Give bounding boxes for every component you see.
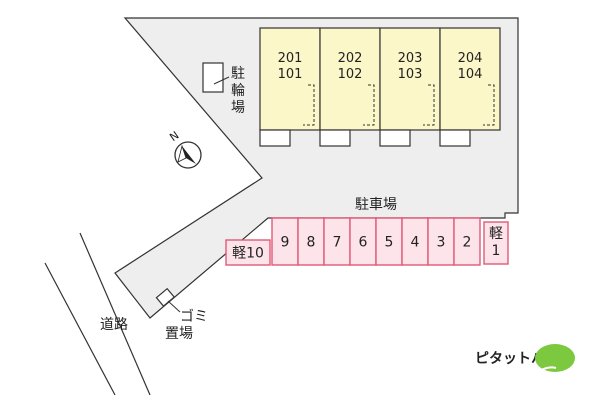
garbage-label-line1: ゴミ (180, 308, 208, 325)
unit-block (379, 27, 441, 131)
north-arrow-icon: N (167, 129, 202, 169)
parking-slot: 軽1 (483, 221, 509, 265)
parking-slot-box (225, 239, 271, 266)
parking-slot-label: 軽10 (232, 246, 264, 262)
unit-number-lower: 104 (458, 67, 483, 82)
entrance-step (439, 129, 471, 147)
entrance-step (319, 129, 351, 147)
parking-slot-box (401, 217, 429, 266)
unit-number-upper: 201 (278, 51, 303, 66)
parking-area: 軽10 9 8 7 6 5 4 3 2 軽1 (225, 217, 509, 266)
parking-slot-box (349, 217, 377, 266)
unit-number-lower: 101 (278, 67, 303, 82)
bicycle-parking-label-3: 場 (231, 100, 245, 116)
parking-slot: 2 (453, 217, 481, 266)
parking-slot-label: 7 (333, 235, 342, 251)
unit-block (259, 27, 321, 131)
parking-slot-label: 軽 (489, 226, 503, 242)
unit-number-upper: 204 (458, 51, 483, 66)
parking-slot: 4 (401, 217, 429, 266)
parking-slot: 7 (323, 217, 351, 266)
leader-line (167, 300, 181, 313)
road-label: 道路 (100, 317, 128, 333)
brand-leaf-stem (539, 366, 557, 372)
parking-slot: 3 (427, 217, 455, 266)
bicycle-parking-label-2: 輪 (231, 82, 245, 99)
brand-leaf-icon (535, 344, 575, 372)
parking-slot: 9 (271, 217, 299, 266)
entrance-step (259, 129, 291, 147)
north-label: N (167, 129, 181, 144)
parking-slot-label: 4 (411, 235, 420, 251)
parking-slot-label: 8 (307, 235, 316, 251)
parking-slot: 軽10 (225, 239, 271, 266)
road-edge-line (79, 232, 151, 396)
stair-outline (363, 84, 375, 126)
leader-line (213, 76, 230, 85)
parking-slot-box (427, 217, 455, 266)
unit-number-lower: 103 (398, 67, 423, 82)
garbage-label-line2: 置場 (165, 326, 193, 342)
parking-slot-label: 6 (359, 235, 368, 251)
parking-slot-label: 3 (437, 235, 446, 251)
bicycle-parking-label-1: 駐 (231, 66, 245, 82)
parking-slot-box (375, 217, 403, 266)
parking-slot-box (453, 217, 481, 266)
stair-outline (483, 84, 495, 126)
parking-slot-label: 9 (281, 235, 290, 251)
unit-number-upper: 202 (338, 51, 363, 66)
stair-outline (423, 84, 435, 126)
parking-slot: 6 (349, 217, 377, 266)
unit-number-upper: 203 (398, 51, 423, 66)
parking-slot: 5 (375, 217, 403, 266)
parking-slot-label: 2 (463, 235, 472, 251)
stair-outline (303, 84, 315, 126)
parking-lot-label: 駐車場 (355, 196, 397, 213)
parking-slot: 8 (297, 217, 325, 266)
parking-slot-box (483, 221, 509, 265)
parking-slot-label: 5 (385, 235, 394, 251)
parking-slot-label: 1 (492, 243, 501, 259)
bicycle-parking-icon (202, 62, 224, 93)
entrance-step (379, 129, 411, 147)
unit-number-lower: 102 (338, 67, 363, 82)
road-edge-line (44, 262, 116, 396)
